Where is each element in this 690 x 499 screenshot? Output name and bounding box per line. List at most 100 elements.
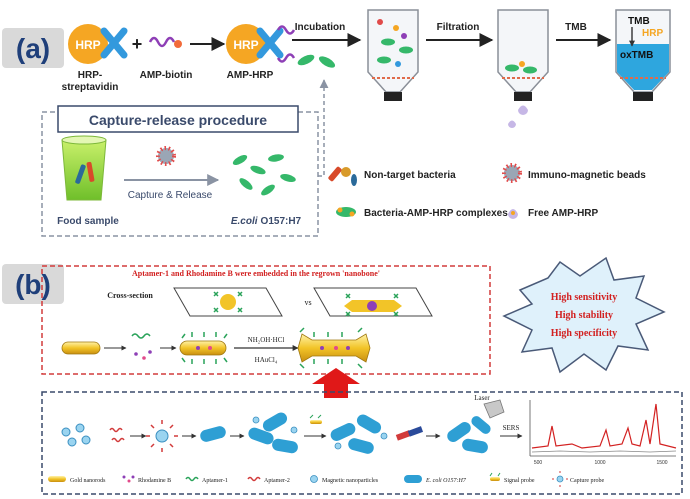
tube-tmb-label: TMB	[628, 16, 650, 27]
hrp-streptavidin-icon: HRP	[68, 24, 128, 64]
spectrum-tick-3: 1500	[656, 460, 667, 466]
complex-icon	[336, 207, 356, 217]
advantages-starburst: High sensitivity High stability High spe…	[502, 256, 666, 374]
magnet-icon	[395, 426, 424, 441]
legend-signal-probe: Signal probe	[504, 478, 535, 484]
amp-biotin-label: AMP-biotin	[140, 70, 193, 81]
advantage-2: High stability	[555, 310, 613, 321]
legend-ecoli: E. coli O157:H7	[425, 478, 467, 484]
magnetic-nanoparticles-cluster	[61, 423, 91, 447]
ecoli-bound-cluster	[330, 414, 388, 454]
legend-b: Gold nanorods Rhodamine B Aptamer-1 Apta…	[48, 471, 604, 487]
magnetic-bead-icon	[156, 146, 176, 166]
legend-aptamer1: Aptamer-1	[202, 478, 228, 484]
legend-magnetic: Magnetic nanoparticles	[322, 478, 379, 484]
amp-hrp-icon: HRP	[226, 24, 296, 64]
ecoli-captured-cluster	[248, 412, 298, 454]
big-up-arrow	[312, 368, 360, 398]
signal-probe-add-icon	[309, 414, 322, 424]
incubation-bacteria-icon	[297, 54, 336, 68]
capture-release-label: Capture & Release	[128, 190, 213, 201]
legend-capture-probe: Capture probe	[570, 478, 604, 484]
legend-non-target-label: Non-target bacteria	[364, 170, 456, 181]
legend-gold-nanorod-icon	[48, 476, 66, 482]
drop-icon	[518, 105, 528, 115]
non-target-bacteria-icon	[328, 166, 357, 186]
ecoli-italic: E.coli	[231, 216, 258, 227]
gold-nanorod-icon	[61, 341, 101, 355]
hrp-label: HRP	[75, 38, 100, 52]
legend-aptamer2-icon	[247, 476, 261, 482]
amp-hrp-label: AMP-HRP	[227, 70, 274, 81]
aptamer-2-strands	[109, 427, 125, 443]
legend-free-amp-label: Free AMP-HRP	[528, 208, 599, 219]
legend-capture-probe-icon	[552, 471, 568, 487]
panel-b: (b) Aptamer-1 and Rhodamine B were embed…	[2, 256, 683, 495]
laser-label: Laser	[474, 394, 490, 402]
reagent-2-label: HAuCl₄	[255, 356, 278, 364]
dashed-link-arrow	[318, 79, 329, 177]
panel-b-label: (b)	[2, 264, 64, 304]
aptamer-rhodamine-mix-icon	[131, 333, 152, 360]
panel-b-label-text: (b)	[15, 269, 51, 300]
cross-section-label: Cross-section	[107, 291, 153, 300]
advantage-1: High sensitivity	[551, 292, 617, 303]
legend-ecoli-icon	[404, 475, 422, 483]
legend-aptamer2: Aptamer-2	[264, 478, 290, 484]
spectrum-tick-1: 500	[534, 460, 543, 466]
ecoli-strain: O157:H7	[261, 216, 302, 227]
legend-rhodamine: Rhodamine B	[138, 478, 171, 484]
incubation-label: Incubation	[295, 22, 346, 33]
nanobone-box	[41, 265, 491, 375]
amp-biotin-icon	[148, 36, 182, 48]
legend-beads-label: Immuno-magnetic beads	[528, 170, 646, 181]
spectrum-tick-2: 1000	[594, 460, 605, 466]
food-sample-label: Food sample	[57, 216, 119, 227]
legend-signal-probe-icon	[489, 472, 501, 481]
legend-magnetic-icon	[310, 475, 318, 483]
panel-a-label-text: (a)	[16, 33, 50, 64]
reagent-1-label: NH₂OH·HCl	[248, 336, 285, 344]
capture-probe-icon	[146, 420, 178, 452]
laser-icon	[483, 399, 505, 419]
tmb-arrow-label: TMB	[565, 22, 587, 33]
amp-hrp-hrp-label: HRP	[233, 38, 258, 52]
hrp-streptavidin-label-1: HRP-	[78, 70, 102, 81]
filter-tube-1	[367, 9, 419, 101]
cross-section-1	[173, 287, 283, 317]
panel-a-label: (a)	[2, 28, 64, 68]
separated-ecoli-cluster	[447, 416, 491, 454]
cross-section-2	[313, 287, 433, 317]
capture-release-title-box	[57, 105, 299, 133]
tube-hrp-label: HRP	[642, 28, 663, 39]
ecoli-cells-1	[200, 426, 226, 442]
advantage-3: High specificity	[551, 328, 617, 339]
vs-label: vs	[304, 298, 311, 307]
filtration-label: Filtration	[437, 22, 480, 33]
legend-complexes-label: Bacteria-AMP-HRP complexes	[364, 208, 508, 219]
functionalized-nanorod-1	[179, 332, 228, 364]
legend-gold-nanorods: Gold nanorods	[70, 478, 106, 484]
filter-tube-3: TMB HRP oxTMB	[615, 9, 671, 101]
panel-a: (a) HRP HRP- streptavidin + AMP-biotin H…	[2, 9, 671, 237]
hrp-streptavidin-label-2: streptavidin	[62, 82, 119, 93]
tube-oxtmb-label: oxTMB	[620, 50, 653, 61]
legend-rhodamine-icon	[122, 475, 135, 483]
plus-sign: +	[132, 34, 143, 54]
nanobone-title: Aptamer-1 and Rhodamine B were embedded …	[132, 269, 380, 278]
legend-a: Non-target bacteria Immuno-magnetic bead…	[328, 163, 646, 219]
sers-workflow-box	[41, 391, 683, 495]
ecoli-cluster-icon	[232, 154, 296, 196]
capture-release-title: Capture-release procedure	[89, 112, 267, 128]
nanobone-icon	[297, 327, 371, 369]
legend-aptamer1-icon	[185, 476, 199, 482]
free-amp-hrp-icon	[508, 209, 518, 219]
immuno-magnetic-bead-icon	[502, 163, 522, 183]
filter-tube-2	[497, 9, 549, 128]
sers-spectrum: 500 1000 1500	[529, 400, 677, 466]
food-sample-cup-icon	[61, 135, 107, 201]
sers-label: SERS	[503, 424, 520, 432]
